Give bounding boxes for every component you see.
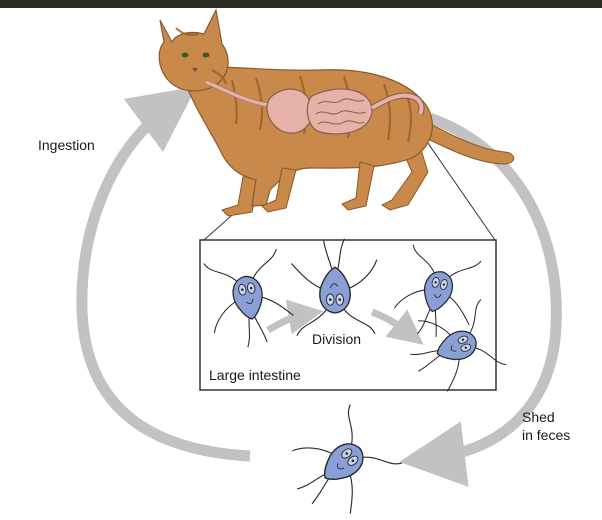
- trophozoite-icon: [275, 401, 407, 520]
- large-intestine-label: Large intestine: [209, 367, 301, 383]
- cat-illustration: [158, 8, 515, 217]
- ingestion-label: Ingestion: [38, 137, 95, 153]
- top-border: [0, 0, 602, 8]
- ingestion-cycle-arrow: [76, 86, 251, 462]
- division-arrow-icon: [370, 308, 424, 345]
- shed-in-feces-label: Shed in feces: [522, 408, 597, 444]
- division-arrow-icon: [266, 299, 324, 335]
- shed-label-line2: in feces: [522, 427, 571, 443]
- shed-label-line1: Shed: [522, 409, 555, 425]
- division-label: Division: [312, 331, 362, 347]
